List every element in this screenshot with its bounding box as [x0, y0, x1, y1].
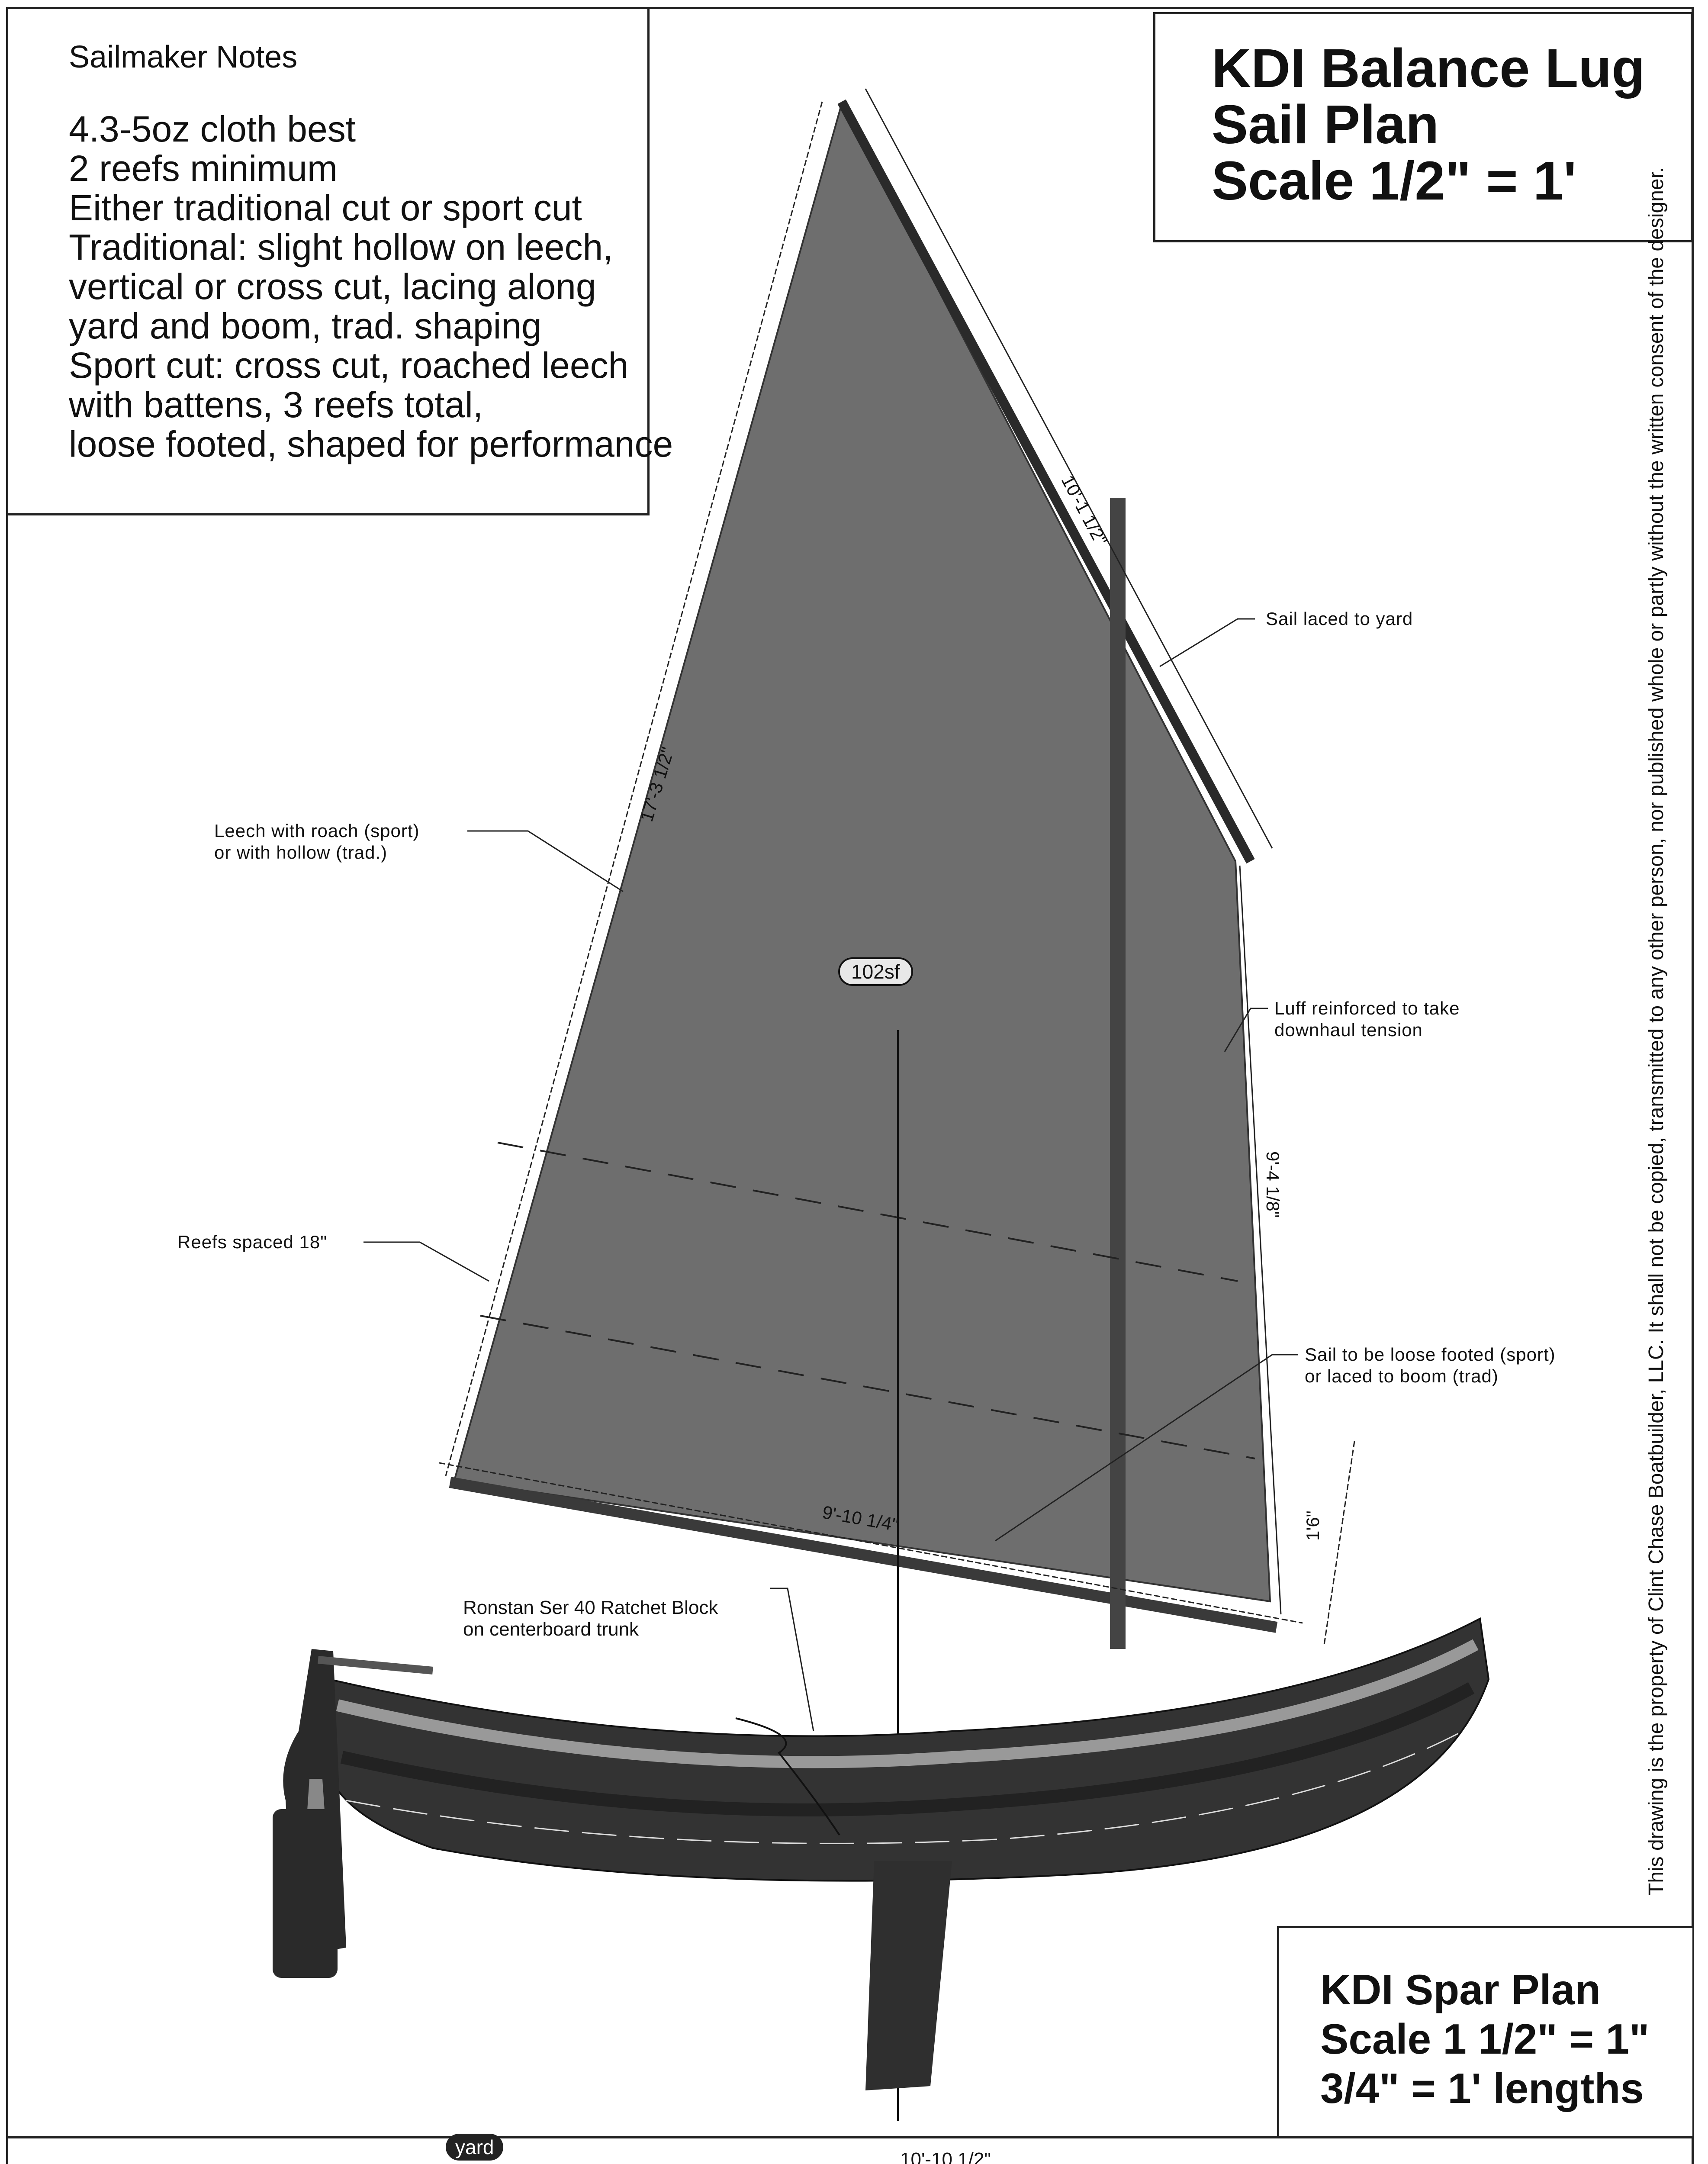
title-line: KDI Balance Lug	[1212, 38, 1645, 99]
callout-line: Ronstan Ser 40 Ratchet Block	[463, 1597, 718, 1618]
note-line: with battens, 3 reefs total,	[69, 384, 483, 425]
block-callout: Ronstan Ser 40 Ratchet Block on centerbo…	[463, 1597, 718, 1640]
boom-spar	[449, 1477, 1278, 1633]
yard-label: yard	[446, 2134, 504, 2161]
title-line: 3/4" = 1' lengths	[1320, 2064, 1644, 2112]
callout-line: Sail to be loose footed (sport)	[1305, 1344, 1556, 1365]
sail-area-badge: 102sf	[838, 957, 913, 986]
note-line: Sport cut: cross cut, roached leech	[69, 345, 629, 386]
sailmaker-notes-box: Sailmaker Notes 4.3-5oz cloth best 2 ree…	[6, 7, 673, 515]
drawing-frame	[6, 7, 1694, 2164]
callout-line: or with hollow (trad.)	[214, 842, 388, 863]
callout-line: Luff reinforced to take	[1274, 998, 1460, 1018]
reef-line-2	[480, 1315, 1255, 1459]
note-line: 2 reefs minimum	[69, 148, 338, 189]
callout-line: on centerboard trunk	[463, 1619, 639, 1640]
luff-callout: Luff reinforced to take downhaul tension	[1274, 998, 1460, 1041]
luff-dimension: 9'-4 1/8"	[1263, 1151, 1283, 1218]
legal-notice: This drawing is the property of Clint Ch…	[1645, 167, 1668, 1896]
hull	[328, 1617, 1490, 1882]
yard-overall-length: 10'-10 1/2"	[900, 2149, 991, 2164]
callout-line: Sail laced to yard	[1266, 609, 1413, 629]
title-line: KDI Spar Plan	[1320, 1966, 1601, 2013]
callout-line: Reefs spaced 18"	[177, 1232, 328, 1252]
mast	[1110, 498, 1126, 1649]
tiller	[318, 1656, 433, 1675]
title-line: Scale 1 1/2" = 1"	[1320, 2015, 1650, 2063]
note-line: yard and boom, trad. shaping	[69, 306, 542, 346]
callout-line: or laced to boom (trad)	[1305, 1366, 1499, 1386]
note-line: Either traditional cut or sport cut	[69, 187, 582, 228]
tack-drop-dimension: 1'6"	[1303, 1510, 1323, 1541]
sail-plan-title-box: KDI Balance Lug Sail Plan Scale 1/2" = 1…	[1153, 12, 1693, 242]
sailmaker-notes-title: Sailmaker Notes	[69, 40, 298, 74]
title-line: Scale 1/2" = 1'	[1212, 150, 1576, 211]
note-line: 4.3-5oz cloth best	[69, 109, 356, 149]
reef-line-1	[497, 1142, 1238, 1282]
reefs-callout: Reefs spaced 18"	[177, 1231, 327, 1253]
callout-line: downhaul tension	[1274, 1020, 1423, 1040]
yard-callout: Sail laced to yard	[1266, 608, 1413, 630]
note-line: loose footed, shaped for performance	[69, 424, 673, 464]
spar-plan-title-box: KDI Spar Plan Scale 1 1/2" = 1" 3/4" = 1…	[1277, 1926, 1692, 2136]
foot-callout: Sail to be loose footed (sport) or laced…	[1305, 1344, 1556, 1387]
sail-shape	[453, 101, 1271, 1603]
yard-spar	[837, 99, 1255, 864]
centerboard	[865, 1861, 952, 2090]
spar-plan-section	[6, 2136, 1694, 2164]
title-line: Sail Plan	[1212, 94, 1439, 155]
note-line: Traditional: slight hollow on leech,	[69, 227, 613, 267]
callout-line: Leech with roach (sport)	[214, 821, 420, 841]
note-line: vertical or cross cut, lacing along	[69, 266, 596, 307]
leech-callout: Leech with roach (sport) or with hollow …	[214, 820, 420, 863]
